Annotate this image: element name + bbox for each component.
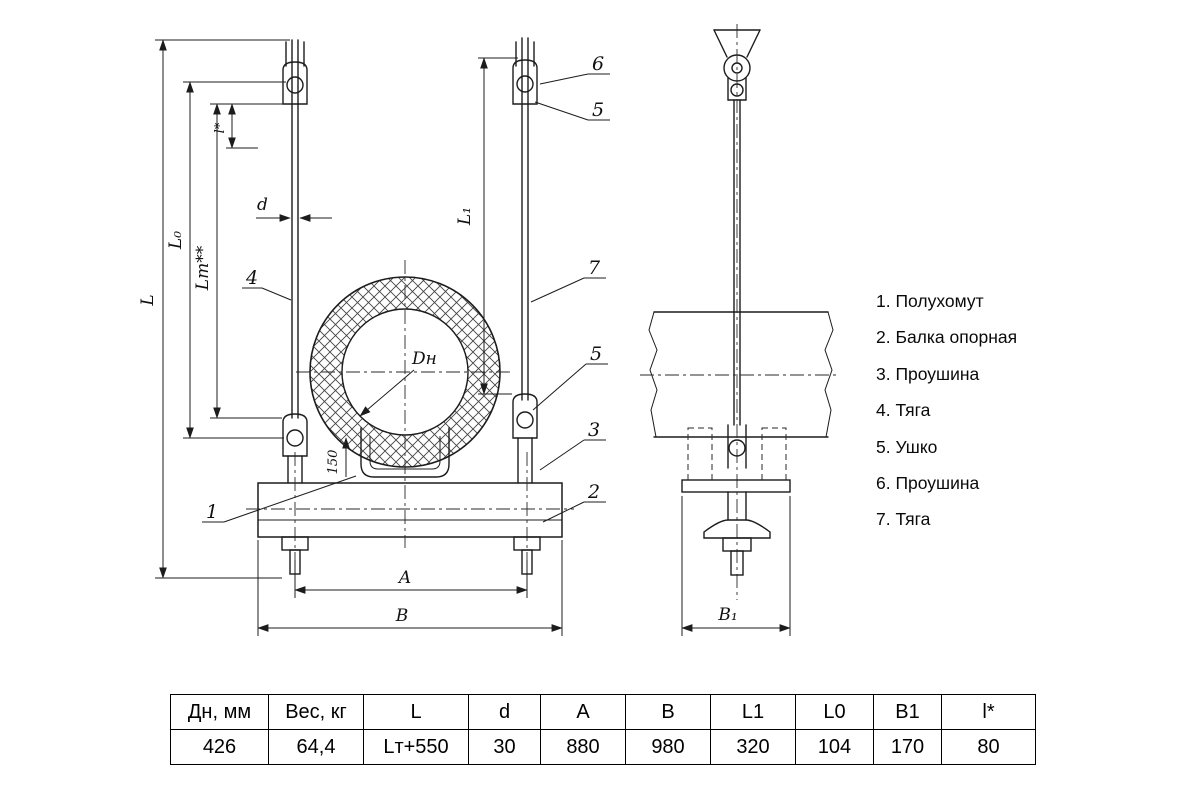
legend-item-3: 3. Проушина (876, 363, 980, 384)
header-dn: Дн, мм (170, 694, 269, 730)
value-B1: 170 (873, 729, 942, 765)
callout-6: 6 (592, 53, 604, 75)
header-weight: Вес, кг (268, 694, 364, 730)
header-A: A (540, 694, 626, 730)
header-L1: L1 (710, 694, 796, 730)
callout-5-mid: 5 (590, 343, 602, 365)
assembly-drawing: Dн 150 (138, 24, 840, 636)
legend-item-4: 4. Тяга (876, 400, 931, 421)
dimension-A: A (294, 560, 528, 598)
left-tie-rod (282, 39, 308, 484)
dim-label-Dn: Dн (411, 349, 437, 369)
parts-legend: 1. Полухомут 2. Балка опорная 3. Проушин… (876, 283, 1017, 538)
callouts: 6 5 7 5 3 2 4 (202, 53, 610, 523)
dimension-B: B (257, 540, 563, 636)
value-L0: 104 (795, 729, 874, 765)
dim-label-L0: L₀ (166, 231, 186, 250)
legend-item-2: 2. Балка опорная (876, 327, 1018, 348)
header-L: L (363, 694, 469, 730)
value-weight: 64,4 (268, 729, 364, 765)
dim-label-L: L (138, 294, 158, 306)
dim-label-Lt: Lт** (193, 245, 213, 291)
value-A: 880 (540, 729, 626, 765)
callout-7: 7 (588, 257, 601, 279)
front-view: Dн 150 (138, 37, 610, 636)
dim-label-L1: L₁ (455, 207, 475, 226)
header-B: B (625, 694, 711, 730)
dimension-l-star: l* (213, 103, 258, 149)
dim-label-d: d (257, 195, 268, 215)
dimension-L0: L₀ (166, 81, 286, 439)
table-value-row: 426 64,4 Lт+550 30 880 980 320 104 170 8… (170, 729, 1036, 765)
legend-item-1: 1. Полухомут (876, 291, 984, 311)
dimension-B1: B₁ (681, 496, 791, 636)
header-l-star: l* (941, 694, 1036, 730)
table-header-row: Дн, мм Вес, кг L d A B L1 L0 B1 l* (170, 694, 1036, 730)
value-d: 30 (468, 729, 541, 765)
callout-2: 2 (587, 481, 600, 503)
header-L0: L0 (795, 694, 874, 730)
header-d: d (468, 694, 541, 730)
dim-label-B: B (395, 606, 409, 626)
legend-item-5: 5. Ушко (876, 436, 938, 457)
callout-1: 1 (206, 501, 218, 523)
dimension-Lt: Lт** (193, 103, 286, 419)
dimension-L1: L₁ (455, 57, 518, 395)
value-L1: 320 (710, 729, 796, 765)
callout-3: 3 (588, 419, 600, 441)
dim-label-B1: B₁ (717, 605, 737, 625)
dimension-d: d (256, 195, 332, 222)
value-dn: 426 (170, 729, 269, 765)
callout-5-top: 5 (592, 99, 604, 121)
dim-label-l-star: l* (213, 122, 228, 133)
support-beam (257, 482, 563, 538)
half-clamp (360, 427, 450, 478)
side-view: B₁ (640, 24, 840, 636)
legend-item-7: 7. Тяга (876, 509, 931, 530)
dim-label-150: 150 (326, 450, 341, 475)
header-B1: B1 (873, 694, 942, 730)
right-tie-rod (512, 37, 538, 484)
dim-label-A: A (397, 568, 411, 588)
legend-item-6: 6. Проушина (876, 473, 980, 494)
value-L: Lт+550 (363, 729, 469, 765)
value-B: 980 (625, 729, 711, 765)
dimension-L: L (138, 39, 290, 579)
dimensions-table: Дн, мм Вес, кг L d A B L1 L0 B1 l* 426 6… (170, 694, 1036, 765)
value-l-star: 80 (941, 729, 1036, 765)
callout-4: 4 (245, 267, 258, 289)
